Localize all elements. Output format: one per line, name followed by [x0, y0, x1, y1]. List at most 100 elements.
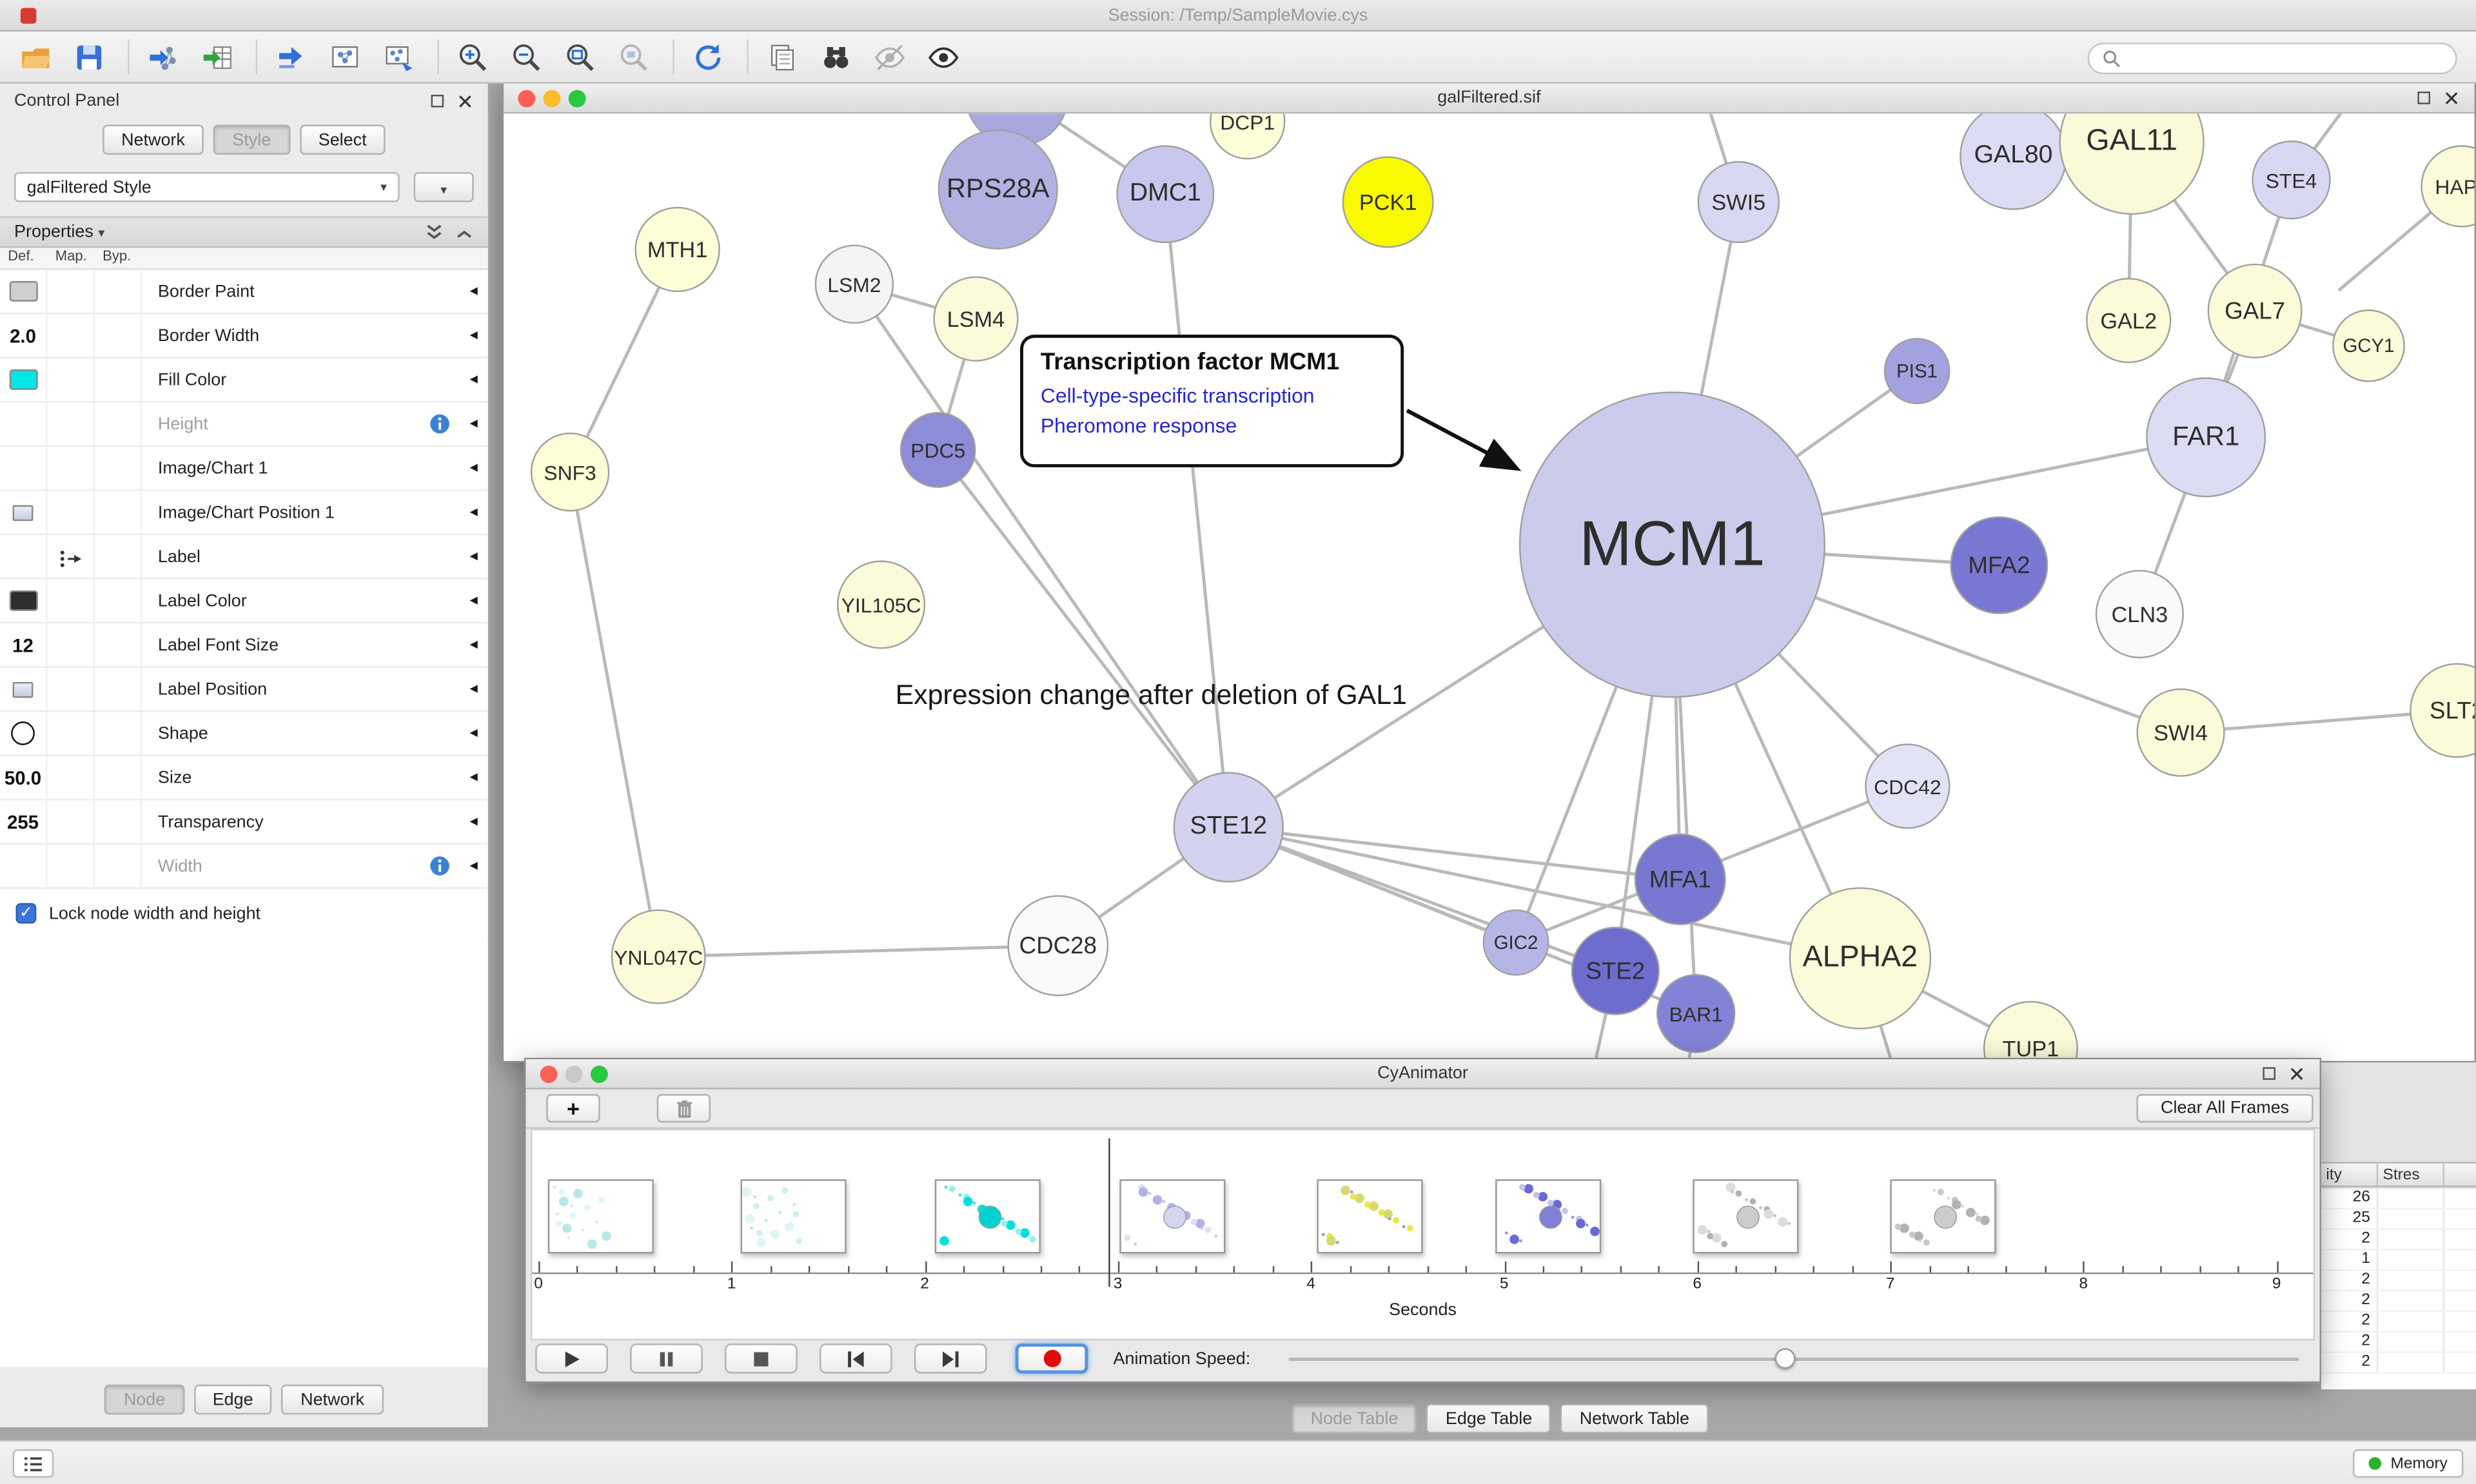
table-header-stress[interactable]: Stres [2378, 1163, 2445, 1186]
network-node-gic2[interactable]: GIC2 [1482, 909, 1549, 976]
close-traffic-light[interactable] [540, 1064, 558, 1082]
bypass-cell[interactable] [95, 269, 142, 313]
animation-frame-thumbnail[interactable] [740, 1179, 847, 1254]
style-options-button[interactable]: ▾ [413, 171, 474, 202]
default-value-cell[interactable] [0, 535, 48, 578]
float-window-icon[interactable] [2263, 1067, 2276, 1080]
network-node-cdc28[interactable]: CDC28 [1007, 895, 1109, 997]
network-node-yil105c[interactable]: YIL105C [836, 560, 926, 649]
property-row[interactable]: Height◂ [0, 402, 488, 447]
network-node-pdc5[interactable]: PDC5 [899, 412, 976, 488]
table-row[interactable]: 2 [2321, 1352, 2476, 1374]
default-value-cell[interactable]: 255 [0, 800, 48, 843]
add-frame-button[interactable]: + [546, 1094, 600, 1123]
network-node-ste4[interactable]: STE4 [2252, 140, 2331, 220]
mapping-cell[interactable] [47, 712, 95, 755]
network-node-gal2[interactable]: GAL2 [2086, 278, 2172, 364]
refresh-icon[interactable] [689, 37, 728, 77]
bypass-cell[interactable] [95, 402, 142, 445]
network-node-mcm1[interactable]: MCM1 [1518, 391, 1826, 698]
network-node-mfa2[interactable]: MFA2 [1950, 516, 2049, 614]
expand-row-icon[interactable]: ◂ [469, 371, 478, 389]
annotation-link-2[interactable]: Pheromone response [1040, 413, 1237, 437]
save-icon[interactable] [70, 37, 109, 77]
mapping-cell[interactable] [47, 756, 95, 799]
close-window-icon[interactable]: ✕ [2288, 1061, 2306, 1086]
collapse-all-icon[interactable] [455, 222, 473, 241]
network-node-gal7[interactable]: GAL7 [2207, 263, 2303, 358]
property-row[interactable]: Label Position◂ [0, 667, 488, 712]
mapping-cell[interactable] [47, 579, 95, 622]
network-node-lsm4[interactable]: LSM4 [933, 276, 1019, 362]
network-node-pck1[interactable]: PCK1 [1342, 156, 1434, 248]
animation-speed-slider[interactable] [1288, 1347, 2299, 1372]
property-row[interactable]: Image/Chart 1◂ [0, 447, 488, 491]
expand-row-icon[interactable]: ◂ [469, 282, 478, 300]
new-network-icon[interactable] [325, 37, 364, 77]
network-node-gcy1[interactable]: GCY1 [2332, 309, 2405, 382]
style-selector[interactable]: galFiltered Style ▾ [14, 171, 400, 202]
network-node-ste2[interactable]: STE2 [1571, 926, 1660, 1015]
info-icon[interactable] [429, 855, 450, 876]
network-node-pis1[interactable]: PIS1 [1883, 338, 1950, 404]
network-node-dmc1[interactable]: DMC1 [1116, 145, 1215, 244]
default-value-cell[interactable] [0, 358, 48, 402]
zoom-fit-icon[interactable] [560, 37, 600, 77]
network-node-far1[interactable]: FAR1 [2146, 377, 2266, 498]
mapping-cell[interactable] [47, 358, 95, 402]
animation-frame-thumbnail[interactable] [1495, 1179, 1602, 1254]
float-window-icon[interactable] [2417, 92, 2431, 104]
mapping-cell[interactable] [47, 314, 95, 357]
expand-row-icon[interactable]: ◂ [469, 592, 478, 610]
expand-all-icon[interactable] [425, 222, 444, 241]
expand-row-icon[interactable]: ◂ [469, 415, 478, 433]
bypass-cell[interactable] [95, 314, 142, 357]
import-table-icon[interactable] [197, 37, 237, 77]
default-value-cell[interactable] [0, 579, 48, 622]
mapping-cell[interactable] [47, 491, 95, 534]
search-input[interactable] [2128, 48, 2443, 68]
animation-frame-thumbnail[interactable] [934, 1179, 1041, 1254]
default-value-cell[interactable] [0, 447, 48, 490]
lock-size-row[interactable]: ✓ Lock node width and height [0, 888, 488, 938]
default-value-cell[interactable] [0, 667, 48, 711]
network-node-gal80[interactable]: GAL80 [1960, 113, 2067, 210]
property-row[interactable]: Fill Color◂ [0, 358, 488, 403]
timeline-playhead[interactable] [1108, 1138, 1110, 1287]
expand-row-icon[interactable]: ◂ [469, 636, 478, 654]
mapping-cell[interactable] [47, 845, 95, 888]
default-value-cell[interactable] [0, 712, 48, 755]
bypass-cell[interactable] [95, 579, 142, 622]
network-node-cln3[interactable]: CLN3 [2095, 570, 2184, 659]
network-node-alpha2[interactable]: ALPHA2 [1789, 887, 1932, 1030]
bypass-cell[interactable] [95, 667, 142, 711]
import-network-icon[interactable] [144, 37, 183, 77]
animation-frame-thumbnail[interactable] [547, 1179, 654, 1254]
property-row[interactable]: Image/Chart Position 1◂ [0, 491, 488, 536]
property-row[interactable]: Width◂ [0, 845, 488, 889]
table-row[interactable]: 2 [2321, 1271, 2476, 1292]
expand-row-icon[interactable]: ◂ [469, 547, 478, 565]
cyanimator-titlebar[interactable]: CyAnimator ✕ [526, 1059, 2320, 1089]
slider-handle[interactable] [1774, 1348, 1796, 1369]
mapping-cell[interactable] [47, 800, 95, 843]
expand-row-icon[interactable]: ◂ [469, 725, 478, 743]
bypass-cell[interactable] [95, 845, 142, 888]
animation-frame-thumbnail[interactable] [1693, 1179, 1799, 1254]
record-button[interactable] [1015, 1343, 1088, 1374]
bypass-cell[interactable] [95, 756, 142, 799]
default-value-cell[interactable]: 2.0 [0, 314, 48, 357]
bypass-cell[interactable] [95, 623, 142, 667]
export-network-icon[interactable] [271, 37, 311, 77]
zoom-traffic-light[interactable] [568, 89, 586, 107]
last-frame-button[interactable] [914, 1343, 987, 1374]
tab-node[interactable]: Node [104, 1384, 184, 1415]
animation-frame-thumbnail[interactable] [1317, 1179, 1423, 1254]
table-row[interactable]: 25 [2321, 1209, 2476, 1230]
tab-network[interactable]: Network [102, 124, 204, 155]
